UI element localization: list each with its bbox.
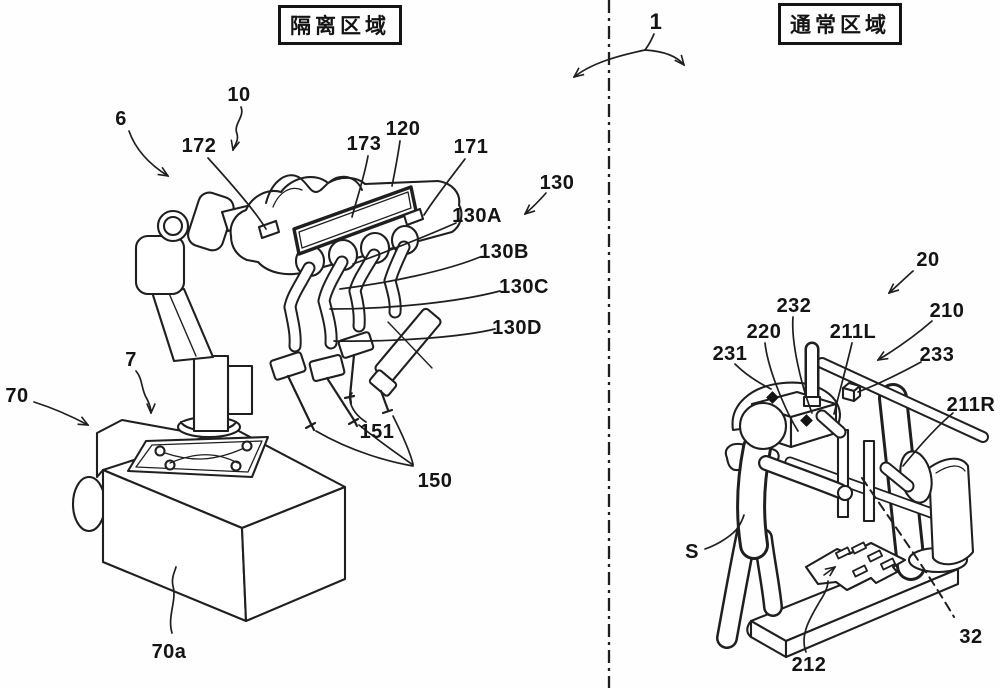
console-illustration (726, 349, 983, 657)
ref-label-20: 20 (916, 249, 940, 271)
ref-label-233: 233 (919, 344, 955, 366)
leader-lines (34, 34, 953, 652)
ref-label-212: 212 (791, 654, 827, 676)
ref-label-130C: 130C (499, 276, 549, 298)
ref-label-172: 172 (181, 135, 217, 157)
ref-label-231: 231 (712, 343, 748, 365)
ref-label-151: 151 (359, 421, 395, 443)
zone-box-normal: 通常区域 (778, 3, 902, 45)
ref-label-32: 32 (959, 626, 983, 648)
ref-label-130A: 130A (452, 205, 502, 227)
ref-label-220: 220 (746, 321, 782, 343)
ref-label-7: 7 (125, 349, 137, 371)
ref-label-210: 210 (929, 300, 965, 322)
ref-label-10: 10 (227, 84, 251, 106)
ref-label-171: 171 (453, 136, 489, 158)
ref-label-70a: 70a (151, 641, 187, 663)
ref-label-130B: 130B (479, 241, 529, 263)
ref-label-6: 6 (115, 108, 127, 130)
zone-box-isolated: 隔离区域 (278, 5, 402, 45)
ref-label-173: 173 (346, 133, 382, 155)
ref-label-211R: 211R (946, 394, 996, 416)
ref-label-150: 150 (417, 470, 453, 492)
ref-label-130: 130 (539, 172, 575, 194)
ref-label-232: 232 (776, 295, 812, 317)
ref-label-130D: 130D (492, 317, 542, 339)
robot-illustration (73, 175, 461, 621)
ref-label-70: 70 (5, 385, 29, 407)
ref-label-1: 1 (649, 9, 663, 34)
ref-label-S: S (685, 541, 699, 563)
ref-label-211L: 211L (829, 321, 877, 343)
ref-label-120: 120 (385, 118, 421, 140)
